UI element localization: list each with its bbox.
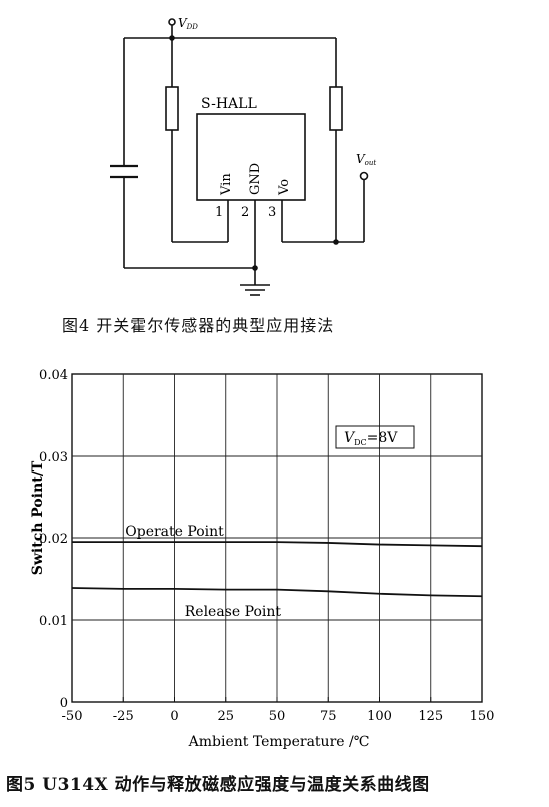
y-tick-label: 0.04 xyxy=(39,368,68,383)
switch-point-temperature-chart: -50 -25 0 25 50 75 100 125 150 0 0.01 0.02 0.03 0.04O… xyxy=(30,368,494,750)
s-hall-chip xyxy=(196,113,306,201)
x-tick-label: 125 xyxy=(418,709,443,724)
annotation-box xyxy=(335,425,415,449)
x-tick-label: 0 xyxy=(170,709,178,724)
figure-4-caption: 图4 开关霍尔传感器的典型应用接法 xyxy=(62,316,335,335)
vout-label: Vout xyxy=(356,152,376,167)
pin-label-vin: Vin xyxy=(219,173,234,196)
x-tick-label: 75 xyxy=(320,709,337,724)
x-tick-label: -50 xyxy=(62,709,83,724)
y-tick-label: 0.03 xyxy=(39,450,68,465)
x-tick-label: 100 xyxy=(367,709,392,724)
y-tick-label: 0 xyxy=(60,696,68,711)
x-axis-label: Ambient Temperature /℃ xyxy=(188,734,370,750)
data-series xyxy=(71,541,483,598)
series-label: Release Point xyxy=(185,604,282,620)
pin-number-3: 3 xyxy=(268,205,276,220)
hall-sensor-circuit-diagram: VDD Vout S-HALL Vin GND Vo 1 2 3 xyxy=(110,16,376,296)
grid-lines xyxy=(72,374,482,702)
pull-up-resistor-right xyxy=(329,86,343,131)
series-line-release-point xyxy=(71,587,483,598)
pin-number-2: 2 xyxy=(241,205,249,220)
x-tick-label: 50 xyxy=(269,709,286,724)
chip-label: S-HALL xyxy=(201,96,257,112)
x-tick-label: -25 xyxy=(113,709,134,724)
pull-up-resistor-left xyxy=(165,86,179,131)
y-axis-label: Switch Point/T xyxy=(30,460,46,575)
pin-label-vo: Vo xyxy=(277,179,292,196)
chart-labels: -50 -25 0 25 50 75 100 125 150 0 0.01 0.02 0.03 0.04O… xyxy=(30,368,494,750)
vdd-label: VDD xyxy=(178,16,198,31)
annotation-label: VDC=8V xyxy=(344,430,398,447)
x-tick-label: 25 xyxy=(217,709,234,724)
axis-ticks xyxy=(71,697,483,702)
series-label: Operate Point xyxy=(125,524,224,540)
vout-terminal xyxy=(359,171,369,181)
vdd-terminal xyxy=(168,18,176,26)
pin-label-gnd: GND xyxy=(248,163,263,195)
x-tick-label: 150 xyxy=(470,709,495,724)
y-tick-label: 0.02 xyxy=(39,532,68,547)
pin-number-1: 1 xyxy=(215,205,223,220)
y-tick-label: 0.01 xyxy=(39,614,68,629)
figure-5-caption: 图5 U314X 动作与释放磁感应强度与温度关系曲线图 xyxy=(6,775,430,795)
series-line-operate-point xyxy=(72,541,483,548)
